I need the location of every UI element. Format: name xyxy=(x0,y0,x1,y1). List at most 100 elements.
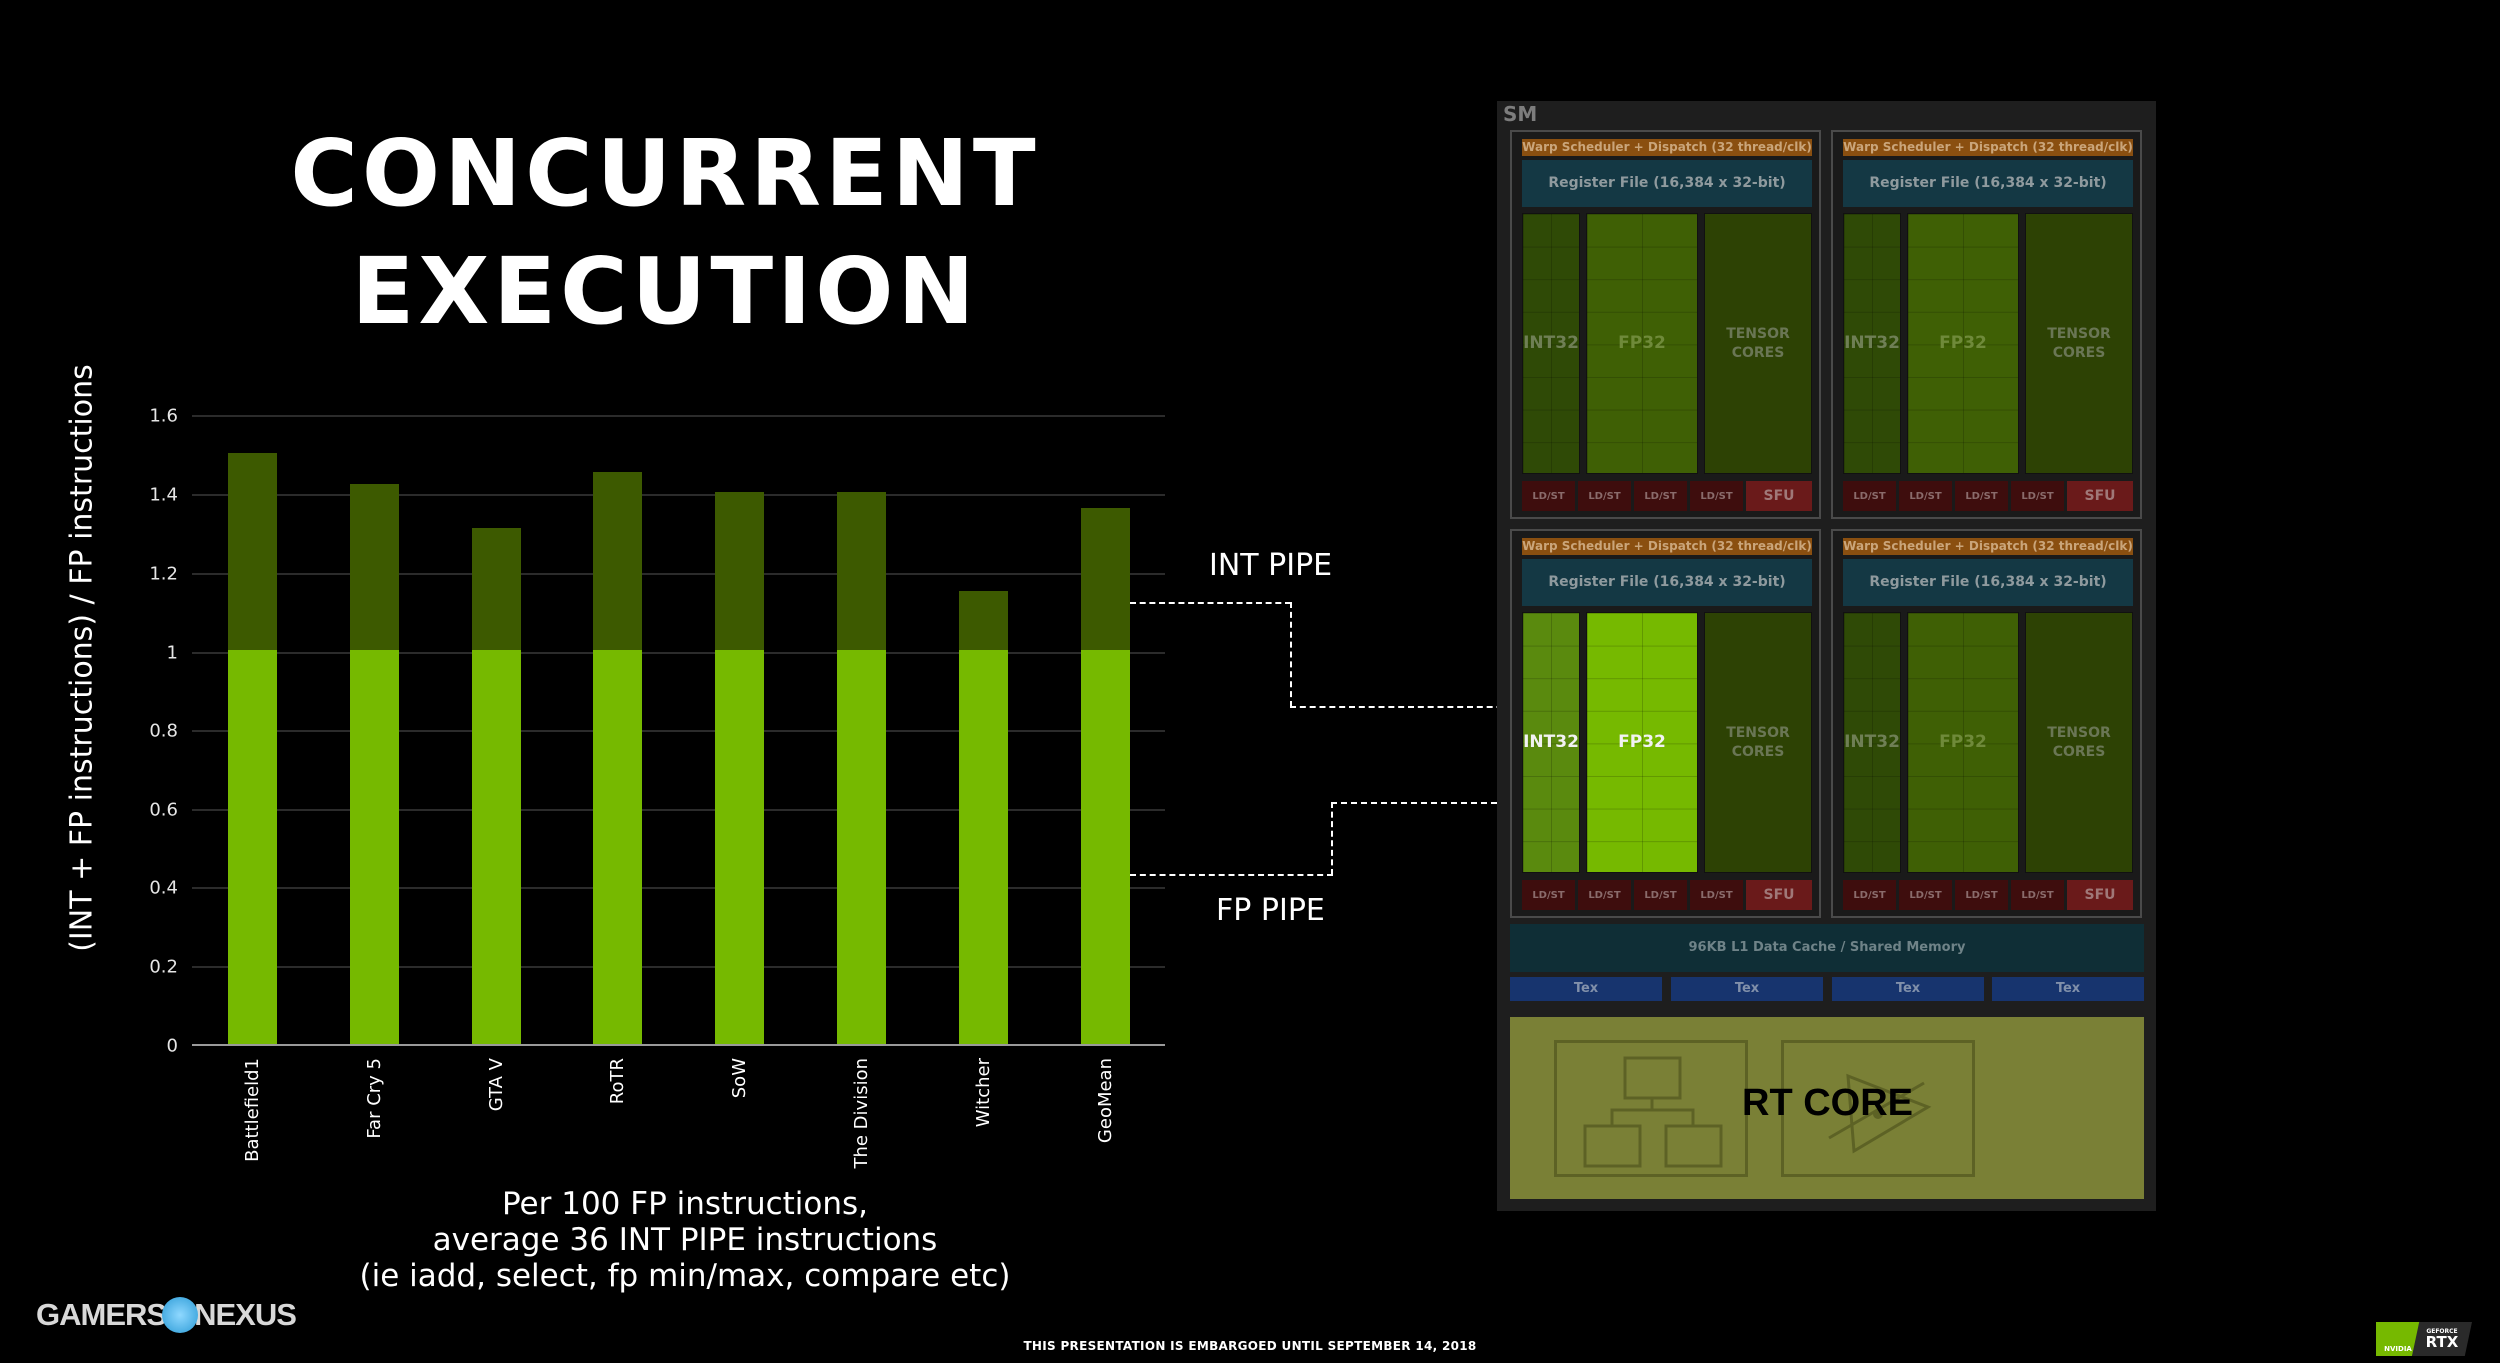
bar-geomean xyxy=(1080,507,1130,1045)
int-segment xyxy=(471,527,521,650)
register-file: Register File (16,384 x 32-bit) xyxy=(1843,160,2133,207)
int32-cores: INT32 xyxy=(1522,213,1580,474)
sm-processing-block: Warp Scheduler + Dispatch (32 thread/clk… xyxy=(1510,529,1821,918)
y-tick: 0.2 xyxy=(149,956,178,978)
ldst-unit: LD/ST xyxy=(1899,481,1952,511)
fp32-cores: FP32 xyxy=(1586,612,1698,873)
tex-unit: Tex xyxy=(1510,977,1662,1001)
tensor-cores: TENSOR CORES xyxy=(1704,612,1812,873)
ldst-unit: LD/ST xyxy=(1955,880,2008,910)
fp-pipe-label: FP PIPE xyxy=(1216,893,1325,928)
register-file: Register File (16,384 x 32-bit) xyxy=(1843,559,2133,606)
rtx-badge: GEFORCE RTX xyxy=(2412,1322,2472,1356)
bar-battlefield1 xyxy=(228,452,277,1045)
tensor-label: CORES xyxy=(2052,344,2106,361)
tensor-label: TENSOR xyxy=(1726,325,1790,342)
fp32-cores: FP32 xyxy=(1586,213,1698,474)
y-tick: 1.6 xyxy=(149,405,178,427)
tex-unit: Tex xyxy=(1992,977,2144,1001)
x-tick-label: Witcher xyxy=(972,1058,994,1128)
ldst-unit: LD/ST xyxy=(1843,481,1896,511)
embargo-notice: THIS PRESENTATION IS EMBARGOED UNTIL SEP… xyxy=(1023,1339,1477,1353)
y-tick: 1.4 xyxy=(149,484,178,506)
ldst-unit: LD/ST xyxy=(1522,481,1575,511)
logo-text: GAMERS xyxy=(36,1297,167,1332)
caption-line: average 36 INT PIPE instructions xyxy=(432,1222,938,1258)
sfu-unit: SFU xyxy=(2067,880,2133,910)
fp-segment xyxy=(837,650,886,1045)
warp-scheduler: Warp Scheduler + Dispatch (32 thread/clk… xyxy=(1843,139,2133,156)
ldst-unit: LD/ST xyxy=(1522,880,1575,910)
x-tick-label: Far Cry 5 xyxy=(363,1058,385,1139)
sm-processing-block: Warp Scheduler + Dispatch (32 thread/clk… xyxy=(1831,529,2142,918)
logo-text: NEXUS xyxy=(194,1297,297,1332)
slide-title-line-1: CONCURRENT xyxy=(290,120,1040,227)
rt-core-block xyxy=(1510,1017,2144,1199)
tensor-label: TENSOR xyxy=(1726,724,1790,741)
bar-sow xyxy=(715,492,765,1045)
gridline xyxy=(192,966,1165,968)
rt-core-label: RT CORE xyxy=(1742,1082,1913,1124)
x-tick-label: Battlefield1 xyxy=(242,1058,263,1162)
fp-segment xyxy=(228,650,277,1045)
int32-cores: INT32 xyxy=(1843,612,1901,873)
y-tick: 0.8 xyxy=(149,720,178,742)
tensor-label: CORES xyxy=(1731,344,1785,361)
x-tick-label: GeoMean xyxy=(1094,1058,1116,1144)
warp-scheduler: Warp Scheduler + Dispatch (32 thread/clk… xyxy=(1522,538,1812,555)
tex-unit: Tex xyxy=(1832,977,1984,1001)
sfu-unit: SFU xyxy=(1746,481,1812,511)
fp-segment xyxy=(471,649,521,1045)
tex-unit: Tex xyxy=(1671,977,1823,1001)
geforce-text: GEFORCE xyxy=(2426,1328,2458,1335)
fp-segment xyxy=(715,650,765,1045)
y-tick: 1 xyxy=(166,642,178,664)
gridline xyxy=(192,887,1165,889)
register-file: Register File (16,384 x 32-bit) xyxy=(1522,559,1812,606)
gridline xyxy=(192,494,1165,496)
bar-rotr xyxy=(593,472,643,1045)
gridline xyxy=(192,573,1165,575)
caption-line: Per 100 FP instructions, xyxy=(501,1186,869,1222)
ldst-unit: LD/ST xyxy=(1634,481,1687,511)
warp-scheduler: Warp Scheduler + Dispatch (32 thread/clk… xyxy=(1843,538,2133,555)
slide-title-line-2: EXECUTION xyxy=(351,238,979,345)
nvidia-eye-icon: NVIDIA xyxy=(2376,1322,2420,1356)
int-segment xyxy=(837,492,886,650)
ldst-unit: LD/ST xyxy=(1955,481,2008,511)
y-tick: 0 xyxy=(166,1035,178,1057)
geforce-rtx-logo: NVIDIA GEFORCE RTX xyxy=(2376,1322,2472,1356)
ldst-unit: LD/ST xyxy=(1578,481,1631,511)
sm-processing-block: Warp Scheduler + Dispatch (32 thread/clk… xyxy=(1831,130,2142,519)
y-tick: 0.6 xyxy=(149,799,178,821)
gamersnexus-logo: GAMERS NEXUS xyxy=(36,1296,297,1335)
bvh-tree-icon xyxy=(1554,1040,1748,1177)
ldst-unit: LD/ST xyxy=(1690,880,1743,910)
int-segment xyxy=(228,452,277,650)
sm-processing-block: Warp Scheduler + Dispatch (32 thread/clk… xyxy=(1510,130,1821,519)
int-segment xyxy=(958,590,1008,650)
sm-label: SM xyxy=(1503,102,1538,126)
x-tick-label: The Division xyxy=(851,1058,872,1169)
int-segment xyxy=(1080,507,1130,650)
gridline xyxy=(192,652,1165,654)
gridline xyxy=(192,415,1165,417)
lightning-orb-icon xyxy=(162,1296,199,1333)
caption-line: (ie iadd, select, fp min/max, compare et… xyxy=(359,1258,1011,1294)
gridline xyxy=(192,730,1165,732)
l1-cache-block: 96KB L1 Data Cache / Shared Memory xyxy=(1510,924,2144,972)
fp-segment xyxy=(1080,649,1130,1045)
int-segment xyxy=(349,484,399,650)
fp32-cores: FP32 xyxy=(1907,612,2019,873)
bar-the-division xyxy=(837,492,886,1045)
ray-triangle-icon xyxy=(1781,1040,1975,1177)
tensor-label: CORES xyxy=(1731,743,1785,760)
tensor-label: TENSOR xyxy=(2047,724,2111,741)
y-tick: 0.4 xyxy=(149,877,178,899)
warp-scheduler: Warp Scheduler + Dispatch (32 thread/clk… xyxy=(1522,139,1812,156)
x-tick-label: SoW xyxy=(729,1058,751,1099)
sfu-unit: SFU xyxy=(2067,481,2133,511)
